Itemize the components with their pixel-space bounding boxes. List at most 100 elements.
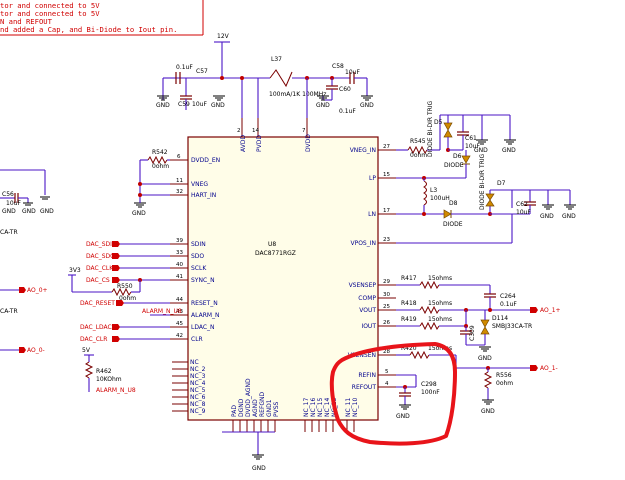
pin-iout: IOUT (361, 323, 376, 330)
net-dac-clr: DAC_CLR (80, 336, 107, 343)
left-fragment: C56 10uF GND GND GND CA-TR AO_0+ CA-TR A… (0, 169, 54, 354)
pin-nc-17: NC_17 (303, 398, 310, 417)
r418-ref: R418 (401, 300, 417, 307)
l3-ref: L3 (430, 187, 437, 194)
pin-num-39: 39 (176, 238, 183, 244)
note-line-1: tor and connected to 5V (0, 1, 100, 10)
left-tr-1: CA-TR (0, 229, 18, 236)
pin-num-5: 5 (385, 369, 389, 375)
pin-hart-in: HART_IN (191, 192, 216, 199)
c62-value: 10uF (516, 209, 531, 216)
pin-num-11: 11 (176, 178, 183, 184)
pin-num-40: 40 (176, 262, 183, 268)
pin-num-43: 43 (176, 309, 183, 315)
net-12v: 12V (217, 33, 230, 40)
output-network: R417 15ohms C264 0.1uF R418 15ohms AO_1+… (396, 275, 561, 420)
red-markup-circle (329, 342, 457, 446)
r550-value: 0ohm (119, 295, 136, 302)
pin-dvdd: DVDD (305, 134, 312, 152)
pin-comp: COMP (358, 295, 376, 302)
d6-ref: D6 (453, 153, 462, 160)
supply-network: 12V 0.1uF C57 C59 10uF L37 100mA/1K 100M… (156, 33, 374, 118)
pin-agnd: AGND (252, 399, 259, 417)
r545-value: 0ohm (410, 152, 427, 159)
ic-body[interactable] (187, 136, 379, 421)
pin-reset-n: RESET_N (191, 300, 218, 307)
r556-ref: R556 (496, 372, 512, 379)
pin-vneg: VNEG (191, 181, 208, 188)
pin-num-26: 26 (383, 320, 390, 326)
gnd-label-13: GND (478, 355, 492, 362)
gnd-label-9: GND (474, 147, 488, 154)
ic-part: DAC8771RGZ (255, 250, 296, 257)
pin-num-32: 32 (176, 189, 183, 195)
pin-sync-n: SYNC_N (191, 277, 215, 284)
left-pins: 6 11 32 39 33 40 41 44 43 45 42 DVDD_EN … (170, 154, 220, 343)
gnd-label-12: GND (562, 213, 576, 220)
d7-ref: D7 (497, 180, 506, 187)
net-3v3: 3V3 (69, 267, 81, 274)
r550-ref: R550 (117, 283, 133, 290)
pin-num-dvdd: 7 (302, 128, 306, 134)
pin-num-pvdd: 14 (252, 128, 259, 134)
pin-dvdd-agnd: DVDD_AGND (245, 378, 252, 417)
note-line-4: nd added a Cap, and Bi-Diode to Iout pin… (0, 25, 177, 34)
pin-num-42: 42 (176, 333, 183, 339)
gnd-label-11: GND (540, 213, 554, 220)
pin-num-44: 44 (176, 297, 183, 303)
c56-ref: C56 (2, 191, 14, 198)
c60-ref: C60 (339, 86, 351, 93)
pin-num-28: 28 (383, 349, 390, 355)
pin-refgnd: REFGND (259, 391, 266, 417)
d114-ref: D114 (492, 315, 508, 322)
pin-vout: VOUT (359, 307, 376, 314)
pin-pad: PAD (231, 405, 238, 417)
pin-nc-10: NC_10 (352, 398, 359, 417)
pin-num-41: 41 (176, 274, 183, 280)
l3-value: 100uH (430, 195, 450, 202)
gnd-label-7: GND (22, 208, 36, 215)
d5-ref: D5 (434, 119, 443, 126)
net-5v: 5V (82, 347, 91, 354)
pin-num-avdd: 2 (237, 128, 241, 134)
d7-annot: DIODE BI-DIR TRIG (479, 153, 486, 210)
net-dac-sdi: DAC_SDI (86, 241, 112, 248)
pin-vsensep: VSENSEP (349, 282, 377, 289)
pin-nc-6: NC_6 (190, 394, 206, 401)
r542-ref: R542 (152, 149, 168, 156)
pin-refin: REFIN (358, 372, 376, 379)
note-line-2: tor and connected to 5V (0, 9, 100, 18)
pin-dvdd-en: DVDD_EN (191, 157, 220, 164)
c298-ref: C298 (421, 381, 437, 388)
d8-ref: D8 (449, 200, 458, 207)
r420-ref: R420 (401, 345, 417, 352)
pin-num-45: 45 (176, 321, 183, 327)
pin-refout: REFOUT (352, 384, 377, 391)
pin-nc-16: NC_16 (310, 398, 317, 417)
gnd-label-6: GND (2, 208, 16, 215)
pin-num-17: 17 (383, 208, 390, 214)
c57-ref: C57 (196, 68, 208, 75)
r417-ref: R417 (401, 275, 417, 282)
gnd-label-10: GND (502, 147, 516, 154)
c57-value: 0.1uF (176, 64, 193, 71)
net-ao1p: AO_1+ (540, 307, 561, 314)
pin-clr: CLR (191, 336, 203, 343)
gnd-label-8: GND (40, 208, 54, 215)
net-dac-sdo: DAC_SDO (86, 253, 115, 260)
left-wiring: R542 0ohm GND DAC_SDI DAC_SDO DAC_CLK DA… (68, 149, 182, 394)
pin-alarm-n: ALARM_N (191, 312, 220, 319)
r462-value: 10KOhm (96, 376, 122, 383)
pin-sdin: SDIN (191, 241, 206, 248)
pin-pvdd: PVDD (256, 135, 263, 152)
r545-ref: R545 (410, 138, 426, 145)
r417-value: 15ohms (428, 275, 452, 282)
pin-num-30: 30 (383, 292, 390, 298)
c61-ref: C61 (465, 135, 477, 142)
c60-value: 0.1uF (339, 108, 356, 115)
pin-nc-15: NC_15 (317, 398, 324, 417)
pin-pvss: PVSS (273, 401, 280, 417)
gnd-label-14: GND (481, 408, 495, 415)
c59-value: 10uF (192, 101, 207, 108)
pin-lp: LP (369, 175, 376, 182)
